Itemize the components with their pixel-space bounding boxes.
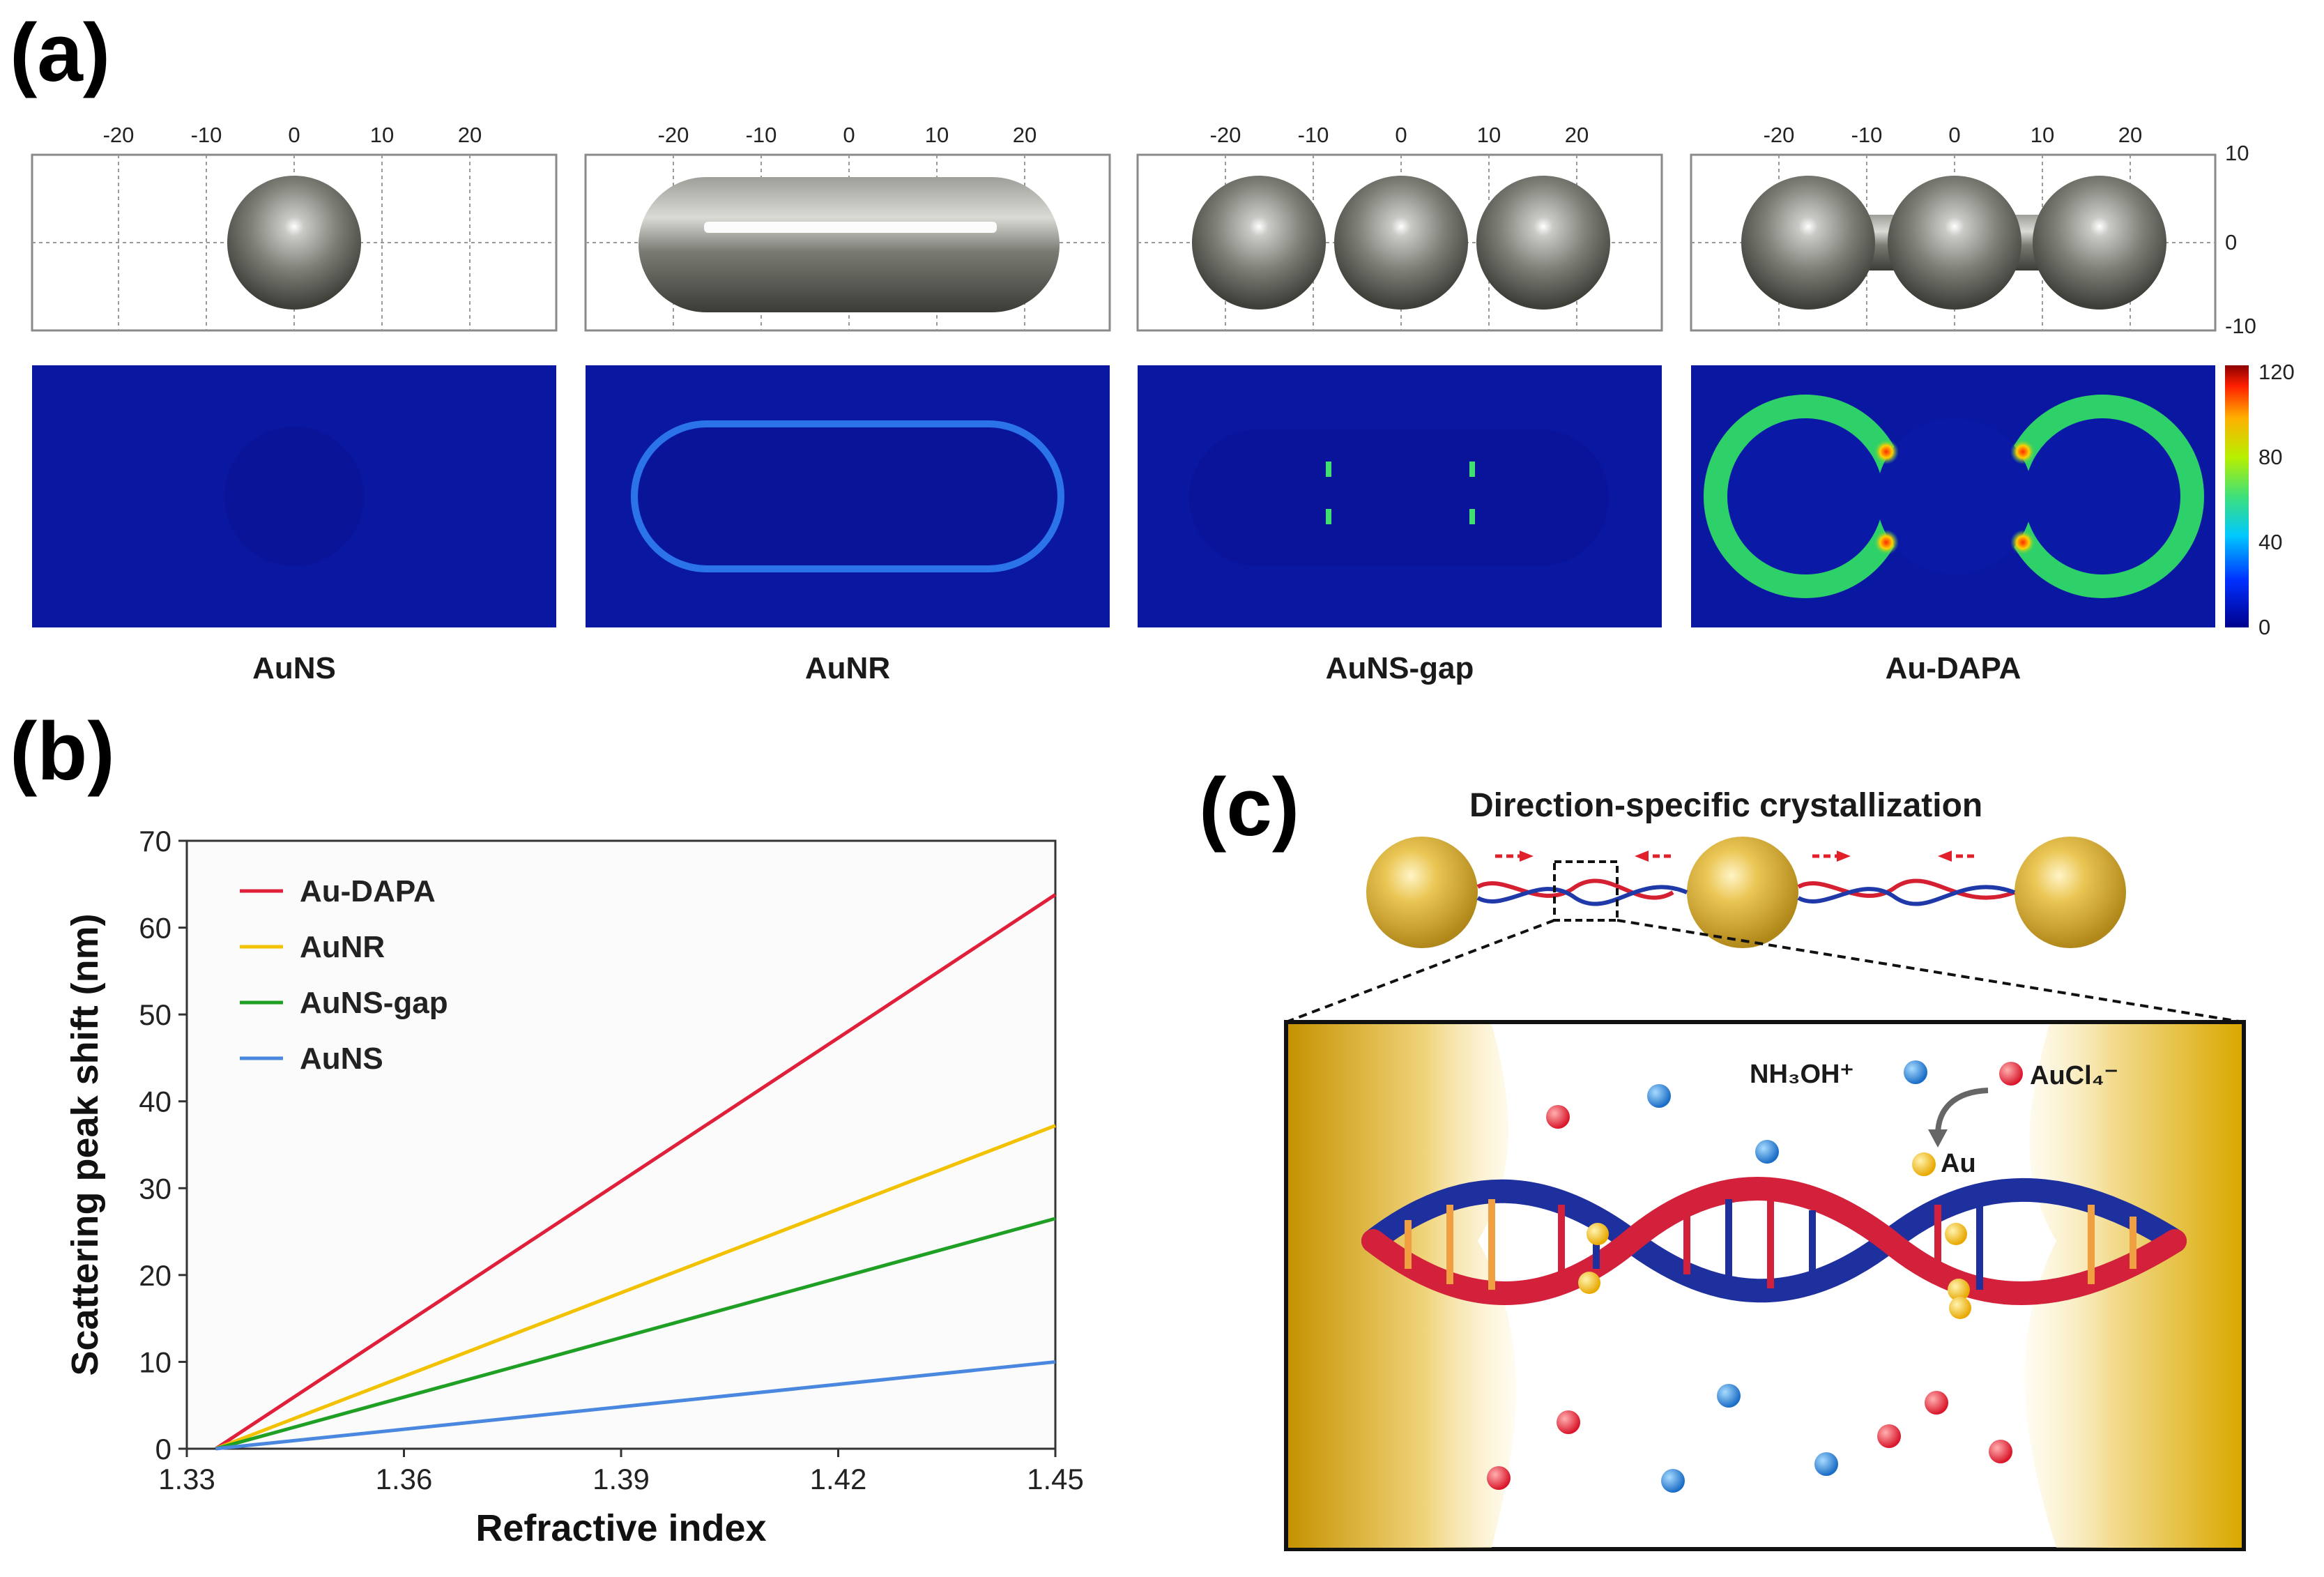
x-tick-label: 1.36 [376, 1463, 433, 1495]
chart-b: 0 10 20 30 40 50 60 70 1.33 1.36 1.39 1.42 1.45Refra… [64, 825, 1084, 1549]
panel-c-label: (c) [1199, 761, 1300, 853]
legend-label: AuNR [300, 930, 385, 964]
y-tick-label: 0 [155, 1433, 171, 1465]
x-tick-label: 1.39 [593, 1463, 650, 1495]
series-line-aunr [215, 1124, 1056, 1451]
caption-auns-gap: AuNS-gap [1325, 651, 1474, 685]
x-axis-label: Refractive index [475, 1507, 766, 1549]
y-tick-label: 70 [139, 825, 171, 858]
frame-auns [31, 153, 558, 332]
caption-aunr: AuNR [804, 651, 891, 685]
caption-au-dapa: Au-DAPA [1885, 651, 2021, 685]
zoom-box [1284, 1020, 2246, 1551]
fieldmap-aunr [586, 365, 1110, 627]
y-tick-label: 40 [139, 1085, 171, 1118]
label-au: Au [1941, 1149, 1976, 1178]
series-line-auns [215, 1359, 1056, 1451]
nanorod [639, 177, 1060, 312]
legend-label: AuNS [300, 1042, 383, 1076]
x-tick-label: 1.33 [158, 1463, 215, 1495]
legend-label: AuNS-gap [300, 986, 448, 1020]
label-nh3oh: NH₃OH⁺ [1750, 1060, 1854, 1089]
fieldmap-auns [32, 365, 556, 627]
series-line-auns-gap [215, 1217, 1056, 1451]
fieldmap-auns-gap [1138, 365, 1662, 627]
colorbar [2225, 365, 2249, 627]
panel-c-title: Direction-specific crystallization [1469, 787, 1983, 824]
y-tick-label: 20 [139, 1259, 171, 1292]
series-line-au-dapa [215, 893, 1057, 1451]
caption-auns: AuNS [252, 651, 336, 685]
nanosphere [227, 176, 361, 310]
label-aucl4: AuCl₄⁻ [2030, 1061, 2118, 1090]
y-tick-label: 30 [139, 1172, 171, 1205]
fieldmap-au-dapa [1691, 365, 2215, 627]
y-tick-label: 10 [139, 1346, 171, 1378]
dapa-chain [1285, 837, 2244, 1023]
y-axis-label: Scattering peak shift (nm) [64, 913, 106, 1376]
plot-area [185, 839, 1057, 1450]
panel-c-illustration [1284, 837, 2246, 1551]
y-tick-label: 60 [139, 912, 171, 945]
panel-a-geometry [31, 153, 2249, 627]
panel-a-label: (a) [10, 7, 111, 99]
y-tick-label: 50 [139, 998, 171, 1031]
frame-auns-gap [1136, 153, 1663, 332]
panel-b-label: (b) [10, 706, 115, 798]
legend-label: Au-DAPA [300, 874, 436, 908]
x-tick-label: 1.45 [1027, 1463, 1084, 1495]
frame-aunr [584, 153, 1111, 332]
frame-au-dapa [1690, 153, 2217, 332]
x-tick-label: 1.42 [810, 1463, 867, 1495]
